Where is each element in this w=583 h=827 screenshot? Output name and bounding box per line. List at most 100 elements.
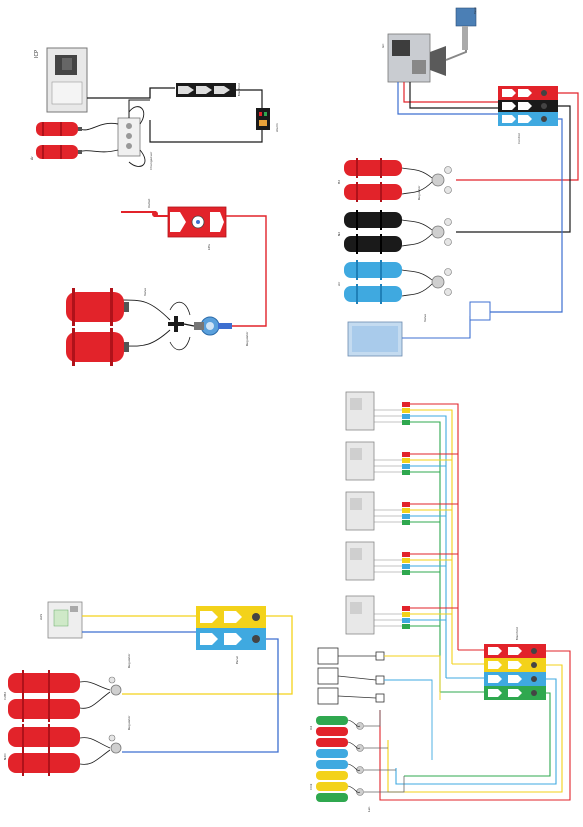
air-cylinder-icon-1	[344, 260, 402, 280]
aas-cylinder-icon-3	[8, 724, 80, 750]
aas-pigtail-1	[79, 681, 111, 691]
argon-cylinder-icon-1	[36, 122, 82, 136]
pigtail-2	[77, 149, 119, 153]
lpg-valve-label: Valve	[143, 288, 147, 296]
tank-icon	[445, 7, 477, 61]
gc-regulator-icon-3	[431, 268, 452, 296]
h2-cylinder-icon-2	[344, 182, 402, 202]
lab-instrument-icon-3	[345, 491, 375, 531]
aas-pigtail-4	[79, 749, 111, 765]
small-reg-links	[364, 710, 405, 793]
lab-instrument-icon-1	[345, 391, 375, 431]
alarm-box-icon	[256, 108, 270, 130]
gc-panel-label: Control	[517, 133, 521, 144]
lab-instrument-icon-2	[345, 441, 375, 481]
small-regulators	[356, 722, 364, 796]
aas-yellow-supply	[122, 615, 293, 695]
icp-pipe	[87, 87, 175, 99]
bench-link-1	[374, 409, 402, 423]
lab-cyan-supply	[395, 678, 557, 785]
lpg-system: LPG Outlet Regulator	[66, 198, 267, 366]
n2-label: N2	[337, 232, 341, 236]
lab-instrument-icon-4	[345, 541, 375, 581]
lpg-link	[183, 323, 195, 327]
junction-box-3	[375, 693, 385, 703]
control-box-2	[317, 667, 339, 685]
aas-regulator-icon-1	[108, 676, 122, 696]
icp-manifold-panel	[176, 83, 236, 97]
gc-system: GC Tank Control	[337, 7, 579, 357]
gc-pigtail-3	[401, 219, 433, 231]
cylinder-blue-1	[316, 749, 348, 758]
cylinder-green-2	[316, 793, 348, 802]
aas-cylinder-icon-1	[8, 670, 80, 696]
gc-regulator-icon-2	[431, 218, 452, 246]
gc-blue-line	[397, 82, 498, 115]
gc-black-line	[409, 82, 498, 109]
trunk-green	[410, 421, 441, 692]
valve-box-icon	[469, 301, 491, 321]
gc-regulator-icon-1	[431, 166, 452, 194]
lab-label: Lab	[367, 806, 371, 812]
gc-label: GC	[381, 44, 385, 48]
junction-box-1	[375, 651, 385, 661]
bench-link-4	[374, 559, 402, 573]
lpg-pigtail-2	[121, 329, 171, 347]
generator-label: Valve	[423, 314, 427, 322]
trunk-cyan	[410, 415, 447, 678]
lpg-pigtail-4	[169, 336, 191, 351]
lab-manifold-panel	[484, 644, 546, 700]
n2o-label: N2O	[3, 753, 7, 760]
co2-label: CO2	[309, 784, 313, 790]
cylinder-blue-2	[316, 760, 348, 769]
lpg-panel-icon	[167, 206, 227, 238]
aas-label: AAS	[39, 614, 43, 620]
aas-regulator-label-1: Regulator	[127, 653, 131, 668]
n2-cylinder-icon-2	[344, 234, 402, 254]
n2-cylinder-icon-1	[344, 210, 402, 230]
changeover-label: Changeover	[149, 151, 153, 170]
changeover-valve-icon	[117, 117, 141, 157]
cylinder-yellow-2	[316, 782, 348, 791]
junction-cyan	[384, 679, 433, 760]
trunk-yellow	[410, 409, 453, 664]
air-label: Air	[337, 281, 341, 286]
aas-panel-label: Panel	[235, 656, 239, 664]
lpg-regulator-label: Regulator	[245, 331, 249, 346]
bench-link-5	[374, 613, 402, 627]
small-pigtails	[347, 719, 361, 793]
lab-system: Manifold	[309, 391, 571, 812]
gc-pigtail-1	[401, 167, 433, 179]
generator-icon	[347, 321, 403, 357]
aas-blue-supply	[122, 638, 279, 753]
bench-outlets-2	[402, 452, 410, 475]
pigtail-1	[77, 122, 119, 131]
icp-label: ICP	[34, 50, 40, 58]
lpg-supply-pipe	[226, 215, 267, 327]
lpg-outlet-label: Outlet	[147, 198, 151, 208]
control-box-3	[317, 687, 339, 705]
gc-pigtail-5	[401, 269, 433, 281]
icp-system: ICP Manifold Alarm	[30, 47, 279, 170]
lpg-cylinder-icon-1	[66, 288, 129, 326]
lab-green-supply	[404, 692, 551, 777]
h2-cylinder-icon-1	[344, 158, 402, 178]
gc-air-supply	[490, 118, 563, 313]
control-links	[337, 655, 377, 699]
aas-system: AAS Panel Regulator Regulator	[3, 601, 293, 776]
lpg-pigtail-3	[169, 301, 191, 316]
air-cylinder-icon-2	[344, 284, 402, 304]
gc-pigtail-6	[401, 283, 433, 297]
aas-regulator-label-2: Regulator	[127, 715, 131, 730]
lpg-pigtail-1	[121, 299, 171, 321]
lab-yellow-supply	[387, 664, 563, 793]
lpg-regulator-icon	[194, 316, 232, 336]
lpg-cylinder-icon-2	[66, 328, 129, 366]
aas-manifold-panel	[196, 606, 266, 650]
cylinder-red-1	[316, 727, 348, 736]
alarm-return-pipe	[149, 120, 263, 143]
c2h2-label: C2H2	[3, 692, 7, 700]
gc-manifold-panel	[498, 86, 558, 126]
argon-cylinder-icon-2	[36, 145, 82, 159]
